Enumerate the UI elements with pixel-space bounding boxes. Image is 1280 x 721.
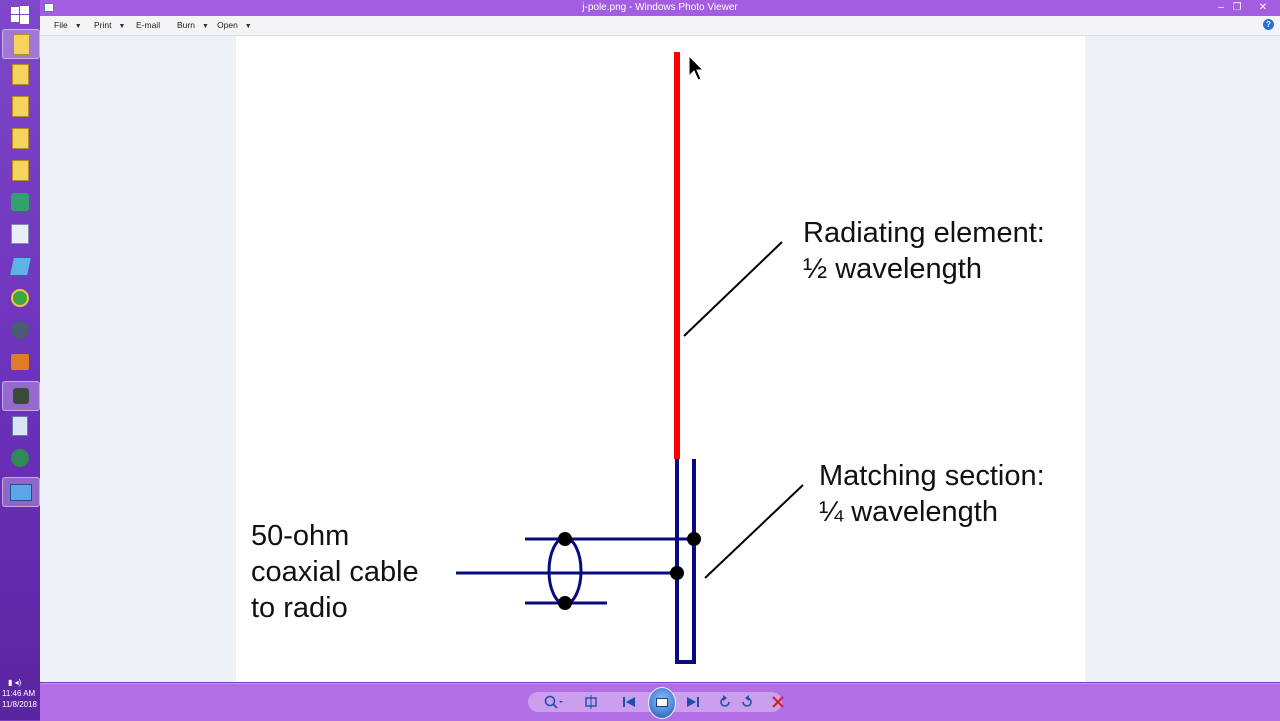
next-icon[interactable] [680,693,706,711]
chevron-down-icon: ▼ [201,23,209,30]
previous-icon[interactable] [616,693,642,711]
taskbar-folder-icon[interactable] [2,29,40,59]
j-pole-diagram [456,52,804,664]
taskbar-app-icon[interactable] [8,350,32,374]
taskbar-app-icon[interactable] [8,254,32,278]
clock-time[interactable]: 11:46 AM [2,689,36,698]
menu-open[interactable]: Open ▼ [217,20,252,30]
displayed-image: Radiating element: ½ wavelength Matching… [236,36,1085,682]
bottom-toolbar [40,683,1280,721]
slideshow-icon [656,698,668,707]
junction-dot [558,596,572,610]
windows-start-icon[interactable] [8,3,32,27]
matching-label-line2: ¼ wavelength [819,496,998,528]
radiating-label-line2: ½ wavelength [803,253,982,285]
delete-icon[interactable] [768,693,788,711]
chevron-down-icon: ▼ [244,23,252,30]
help-icon[interactable]: ? [1263,19,1274,30]
cable-label-line1: 50-ohm [251,520,350,552]
matching-leader-line [704,484,804,579]
restore-button[interactable]: ❐ [1232,2,1242,13]
slideshow-button[interactable] [648,687,676,719]
junction-dot [670,566,684,580]
taskbar-folder-icon[interactable] [8,62,32,86]
chevron-down-icon: ▼ [74,23,82,30]
menu-print[interactable]: Print ▼ [94,20,125,30]
coax-shield-ellipse [547,536,583,606]
menu-file[interactable]: File ▼ [54,20,82,30]
window-title: j-pole.png - Windows Photo Viewer [582,2,738,13]
minimize-button[interactable]: – [1218,2,1224,13]
taskbar-app-icon[interactable] [8,446,32,470]
photo-viewer-icon[interactable] [2,477,40,507]
menu-email-label: E-mail [136,20,161,30]
chevron-down-icon: ▼ [118,23,126,30]
taskbar-app-icon[interactable] [2,381,40,411]
clock-date[interactable]: 11/8/2018 [2,700,37,709]
mouse-cursor-icon [688,54,705,81]
system-tray: ▮ ◂) 11:46 AM 11/8/2018 [2,677,40,710]
cable-label-line2: coaxial cable [251,556,419,588]
menu-file-label: File [54,20,68,30]
menu-burn[interactable]: Burn ▼ [177,20,209,30]
radiating-label-line1: Radiating element: [803,217,1045,249]
actual-size-icon[interactable] [581,693,601,711]
taskbar-app-icon[interactable] [8,222,32,246]
taskbar-app-icon[interactable] [8,318,32,342]
junction-dot [558,532,572,546]
radiating-leader-line [683,241,783,337]
calculator-icon[interactable] [8,414,32,438]
rotate-clockwise-icon[interactable] [738,693,756,711]
rotate-counterclockwise-icon[interactable] [716,693,734,711]
taskbar-folder-icon[interactable] [8,126,32,150]
close-button[interactable]: ✕ [1258,2,1268,13]
title-bar: j-pole.png - Windows Photo Viewer – ❐ ✕ [40,0,1280,16]
junction-dot [687,532,701,546]
taskbar-folder-icon[interactable] [8,94,32,118]
matching-label-line1: Matching section: [819,460,1045,492]
zoom-icon[interactable] [542,693,568,711]
taskbar: ▮ ◂) 11:46 AM 11/8/2018 [0,0,41,720]
taskbar-app-icon[interactable] [8,286,32,310]
menu-open-label: Open [217,20,238,30]
matching-section [675,459,696,664]
taskbar-folder-icon[interactable] [8,158,32,182]
tray-icons[interactable]: ▮ ◂) [8,678,22,687]
image-viewer: Radiating element: ½ wavelength Matching… [40,36,1280,682]
menu-burn-label: Burn [177,20,195,30]
taskbar-app-icon[interactable] [8,190,32,214]
menu-print-label: Print [94,20,112,30]
app-icon [44,3,54,12]
menu-email[interactable]: E-mail [136,20,160,30]
cable-label-line3: to radio [251,592,348,624]
menu-bar: File ▼ Print ▼ E-mail Burn ▼ Open ▼ ? [40,16,1280,36]
